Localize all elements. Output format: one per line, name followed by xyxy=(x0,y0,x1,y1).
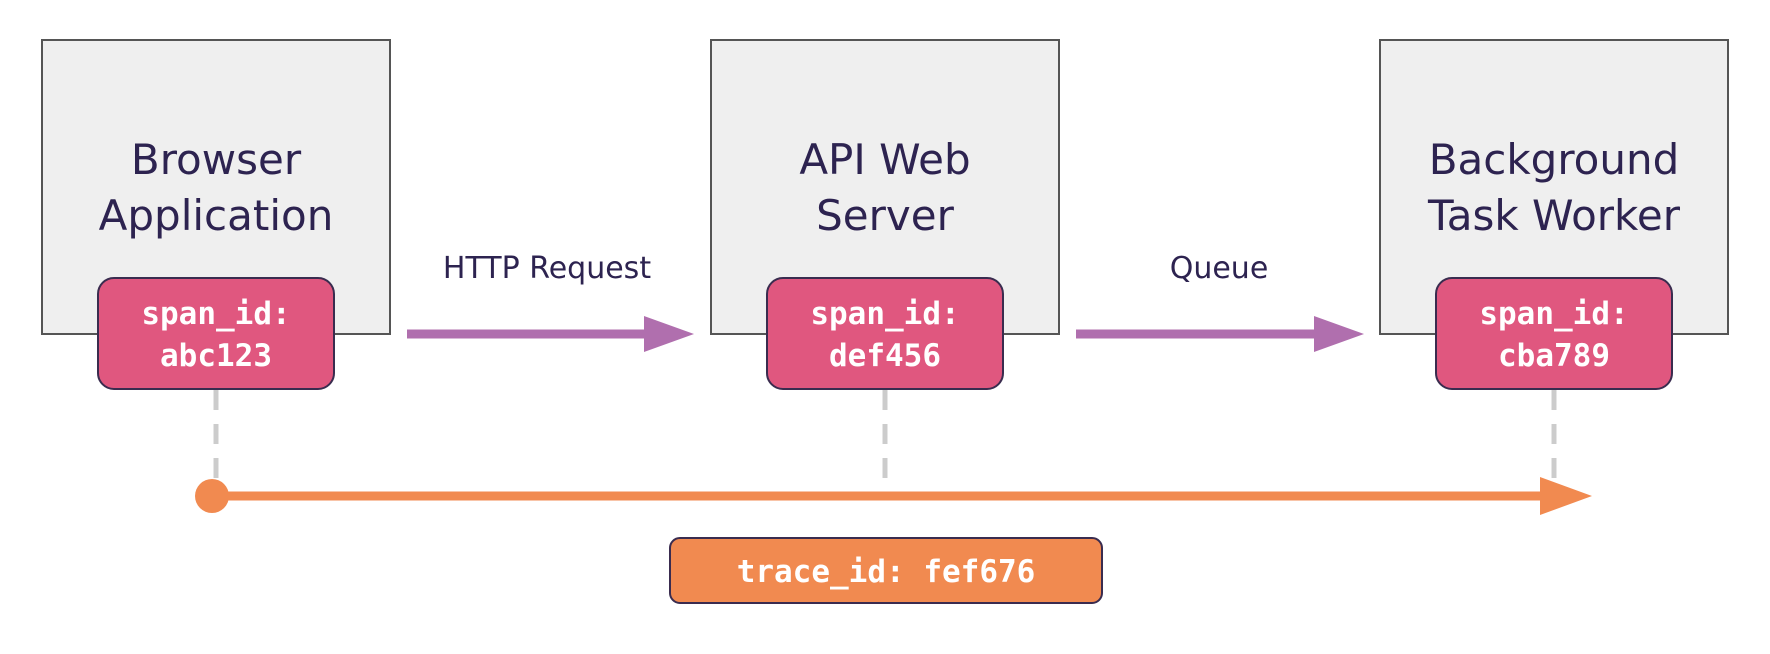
service-name-line2: Server xyxy=(816,191,954,240)
service-name-line1: Browser xyxy=(131,135,302,184)
dashed-connectors xyxy=(213,390,1557,496)
span-value: def456 xyxy=(829,338,941,374)
edge-label: HTTP Request xyxy=(443,251,651,286)
span-label: span_id: xyxy=(1479,296,1628,332)
span-value: cba789 xyxy=(1498,338,1610,374)
trace-arrow-head xyxy=(1540,477,1592,515)
span-badge-api: span_id: def456 xyxy=(766,277,1004,390)
trace-arrow-start-dot xyxy=(195,479,229,513)
service-name-line2: Application xyxy=(99,191,334,240)
span-label: span_id: xyxy=(810,296,959,332)
trace-arrow xyxy=(195,477,1592,515)
edge-label: Queue xyxy=(1170,251,1269,286)
edge-queue: Queue xyxy=(1076,251,1364,352)
span-badge-box xyxy=(1435,277,1673,390)
edge-http-request: HTTP Request xyxy=(407,251,694,352)
service-name-line1: Background xyxy=(1429,135,1680,184)
edge-arrow-head xyxy=(1314,316,1364,352)
span-label: span_id: xyxy=(141,296,290,332)
span-badge-browser: span_id: abc123 xyxy=(97,277,335,390)
span-badge-box xyxy=(97,277,335,390)
service-name-line1: API Web xyxy=(799,135,970,184)
edge-arrow-head xyxy=(644,316,694,352)
trace-id-box xyxy=(669,537,1103,604)
span-badge-box xyxy=(766,277,1004,390)
span-value: abc123 xyxy=(160,338,272,374)
trace-id-label: trace_id: fef676 xyxy=(737,554,1036,590)
trace-id-badge: trace_id: fef676 xyxy=(669,537,1103,604)
span-badge-worker: span_id: cba789 xyxy=(1435,277,1673,390)
service-name-line2: Task Worker xyxy=(1427,191,1681,240)
